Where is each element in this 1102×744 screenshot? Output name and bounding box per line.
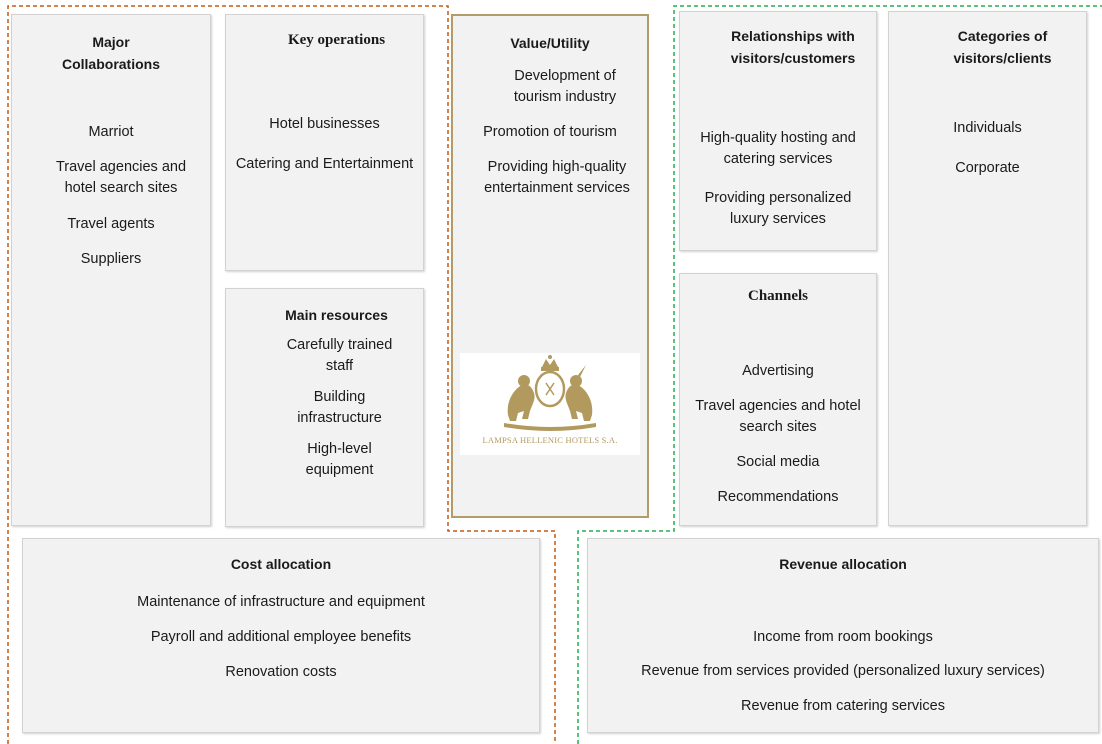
cost-item: Maintenance of infrastructure and equipm… [137, 594, 425, 610]
collaborations-item: Travel agents [67, 216, 155, 232]
key-operations-item: Hotel businesses [269, 116, 380, 132]
main-resources-box: Main resources Carefully trained staff B… [225, 288, 424, 527]
collaborations-item: Marriot [88, 124, 134, 140]
right-dashed-outline [577, 5, 1102, 744]
revenue-box: Revenue allocation Income from room book… [587, 538, 1099, 733]
channels-item: Travel agencies and hotel search sites [695, 398, 861, 435]
revenue-item: Revenue from catering services [741, 698, 945, 714]
channels-box: Channels Advertising Travel agencies and… [679, 273, 877, 526]
categories-item: Individuals [953, 120, 1022, 136]
collaborations-item: Suppliers [80, 251, 142, 267]
relationships-box: Relationships with visitors/customers Hi… [679, 11, 877, 251]
channels-title: Channels [747, 288, 809, 304]
relationships-item: High-quality hosting and catering servic… [700, 130, 856, 167]
value-item: Promotion of tourism [483, 124, 617, 140]
channels-item: Advertising [742, 363, 814, 379]
company-logo: LAMPSA HELLENIC HOTELS S.A. [460, 353, 640, 455]
main-resources-item: High-level equipment [305, 441, 374, 478]
value-title: Value/Utility [510, 35, 590, 51]
collaborations-box: Major Collaborations Marriot Travel agen… [11, 14, 211, 526]
cost-box: Cost allocation Maintenance of infrastru… [22, 538, 540, 733]
key-operations-title: Key operations [287, 32, 386, 48]
value-item: Development of tourism industry [513, 68, 617, 105]
categories-item: Corporate [955, 160, 1020, 176]
relationships-item: Providing personalized luxury services [704, 190, 852, 227]
main-resources-title: Main resources [285, 307, 388, 323]
lampsa-crest-icon [504, 355, 596, 431]
collaborations-title: Major Collaborations [61, 34, 160, 72]
logo-text: LAMPSA HELLENIC HOTELS S.A. [482, 435, 618, 445]
main-resources-item: Building infrastructure [297, 389, 382, 426]
channels-item: Social media [736, 454, 820, 470]
value-item: Providing high-quality entertainment ser… [484, 159, 630, 196]
collaborations-item: Travel agencies and hotel search sites [55, 159, 187, 196]
revenue-item: Revenue from services provided (personal… [641, 663, 1045, 679]
categories-title: Categories of visitors/clients [953, 28, 1052, 66]
revenue-title: Revenue allocation [779, 556, 907, 572]
cost-title: Cost allocation [230, 556, 332, 572]
revenue-item: Income from room bookings [753, 629, 933, 645]
main-resources-item: Carefully trained staff [286, 337, 393, 374]
key-operations-item: Catering and Entertainment [235, 156, 414, 172]
relationships-title: Relationships with visitors/customers [730, 28, 856, 66]
categories-box: Categories of visitors/clients Individua… [888, 11, 1087, 526]
key-operations-box: Key operations Hotel businesses Catering… [225, 14, 424, 271]
channels-item: Recommendations [717, 489, 839, 505]
cost-item: Payroll and additional employee benefits [150, 629, 412, 645]
cost-item: Renovation costs [225, 664, 337, 680]
